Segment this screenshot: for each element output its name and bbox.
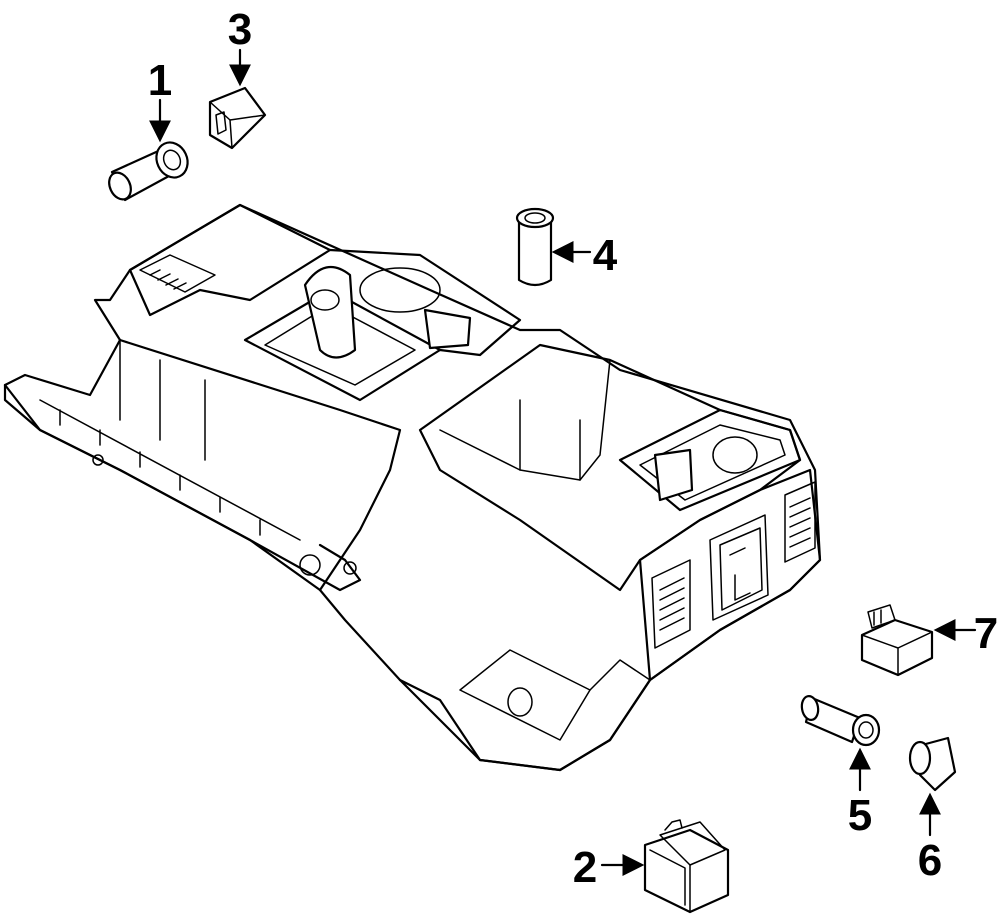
- callout-labels: 1 3 4 7 5 6 2: [148, 5, 998, 892]
- callout-7: 7: [974, 609, 998, 658]
- callout-6: 6: [918, 836, 942, 885]
- callout-4: 4: [593, 231, 618, 280]
- part-1-socket: [108, 141, 189, 202]
- part-5-socket: [800, 695, 881, 747]
- part-3-connector: [208, 86, 267, 150]
- part-2-switch-module: [643, 819, 730, 914]
- callout-arrows: [149, 48, 977, 876]
- part-4-tube: [515, 207, 555, 287]
- callout-2: 2: [573, 843, 597, 892]
- callout-3: 3: [228, 5, 252, 54]
- callout-1: 1: [148, 56, 172, 105]
- center-console: [3, 203, 822, 772]
- part-6-plug: [908, 736, 957, 792]
- part-7-switch: [860, 604, 934, 677]
- callout-5: 5: [848, 791, 872, 840]
